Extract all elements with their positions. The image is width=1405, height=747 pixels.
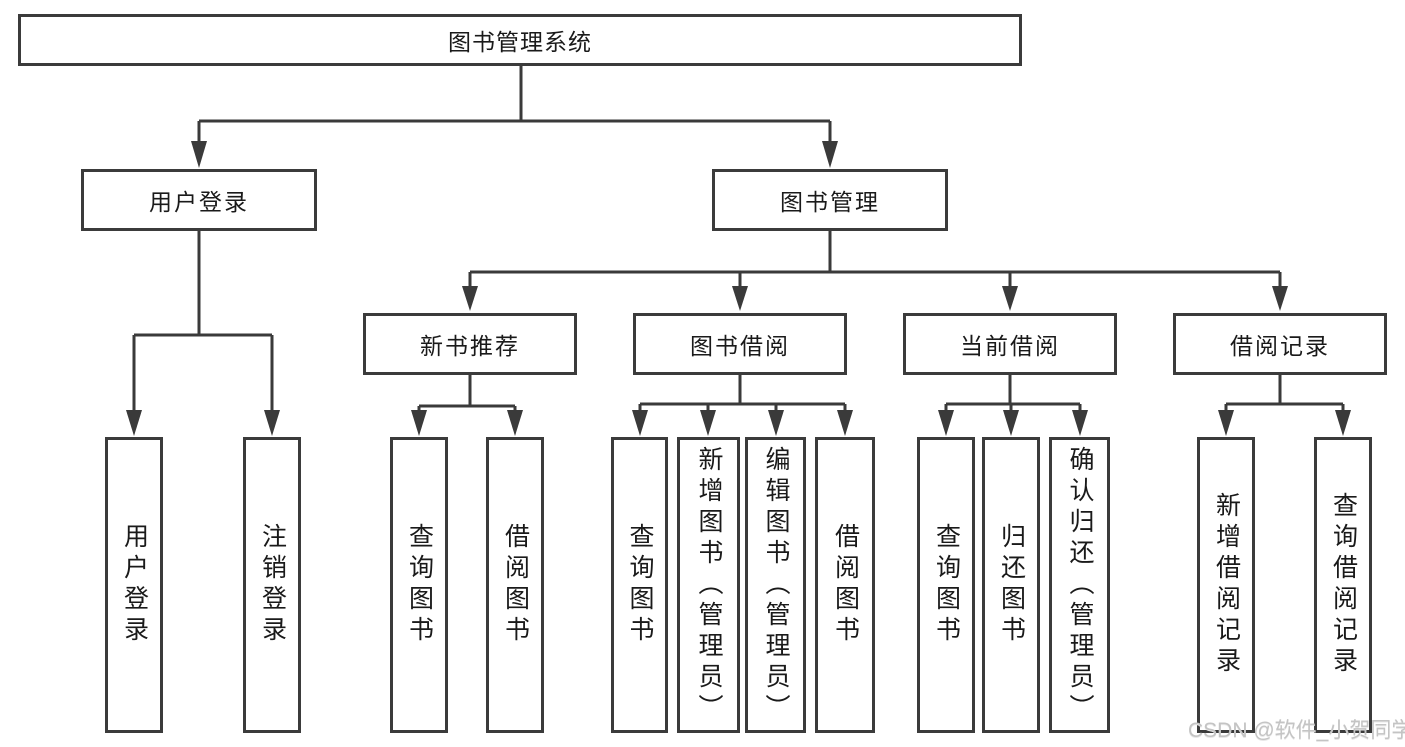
node-root-system: 图书管理系统: [18, 14, 1022, 66]
leaf-return-books-label: 归还图书: [997, 523, 1026, 647]
leaf-query-borrow-record: 查询借阅记录: [1314, 437, 1372, 733]
csdn-watermark: CSDN @软件_小贺同学: [1188, 719, 1405, 742]
leaf-edit-books-admin: 编辑图书（管理员）: [745, 437, 806, 733]
leaf-borrow-books: 借阅图书: [815, 437, 875, 733]
node-current-borrowing-label: 当前借阅: [960, 333, 1060, 359]
node-user-login-label: 用户登录: [149, 189, 249, 215]
leaf-confirm-return-admin-label: 确认归还（管理员）: [1066, 445, 1094, 725]
node-borrowing-records-label: 借阅记录: [1230, 333, 1330, 359]
leaf-current-query-books-label: 查询图书: [932, 523, 961, 647]
leaf-user-login: 用户登录: [105, 437, 163, 733]
leaf-recommend-query-books: 查询图书: [390, 437, 448, 733]
node-user-login-branch: 用户登录: [81, 169, 317, 231]
node-book-borrowing-label: 图书借阅: [690, 333, 790, 359]
node-current-borrowing: 当前借阅: [903, 313, 1117, 375]
leaf-add-books-admin-label: 新增图书（管理员）: [695, 445, 723, 725]
leaf-recommend-borrow-books: 借阅图书: [486, 437, 544, 733]
leaf-confirm-return-admin: 确认归还（管理员）: [1049, 437, 1110, 733]
leaf-edit-books-admin-label: 编辑图书（管理员）: [762, 445, 790, 725]
leaf-recommend-query-books-label: 查询图书: [405, 523, 434, 647]
node-book-management-branch: 图书管理: [712, 169, 948, 231]
leaf-add-borrow-record: 新增借阅记录: [1197, 437, 1255, 733]
leaf-borrow-books-label: 借阅图书: [831, 523, 860, 647]
leaf-return-books: 归还图书: [982, 437, 1040, 733]
leaf-current-query-books: 查询图书: [917, 437, 975, 733]
node-new-book-recommend-label: 新书推荐: [420, 333, 520, 359]
leaf-logout-label: 注销登录: [258, 523, 287, 647]
leaf-borrow-query-books-label: 查询图书: [626, 523, 654, 647]
node-new-book-recommend: 新书推荐: [363, 313, 577, 375]
leaf-query-borrow-record-label: 查询借阅记录: [1329, 492, 1358, 678]
node-book-borrowing: 图书借阅: [633, 313, 847, 375]
node-book-management-label: 图书管理: [780, 189, 880, 215]
leaf-add-borrow-record-label: 新增借阅记录: [1212, 492, 1241, 678]
node-root-label: 图书管理系统: [448, 29, 592, 55]
node-borrowing-records: 借阅记录: [1173, 313, 1387, 375]
leaf-user-login-label: 用户登录: [120, 523, 149, 647]
leaf-borrow-query-books: 查询图书: [611, 437, 668, 733]
leaf-logout: 注销登录: [243, 437, 301, 733]
leaf-add-books-admin: 新增图书（管理员）: [677, 437, 740, 733]
leaf-recommend-borrow-books-label: 借阅图书: [501, 523, 530, 647]
